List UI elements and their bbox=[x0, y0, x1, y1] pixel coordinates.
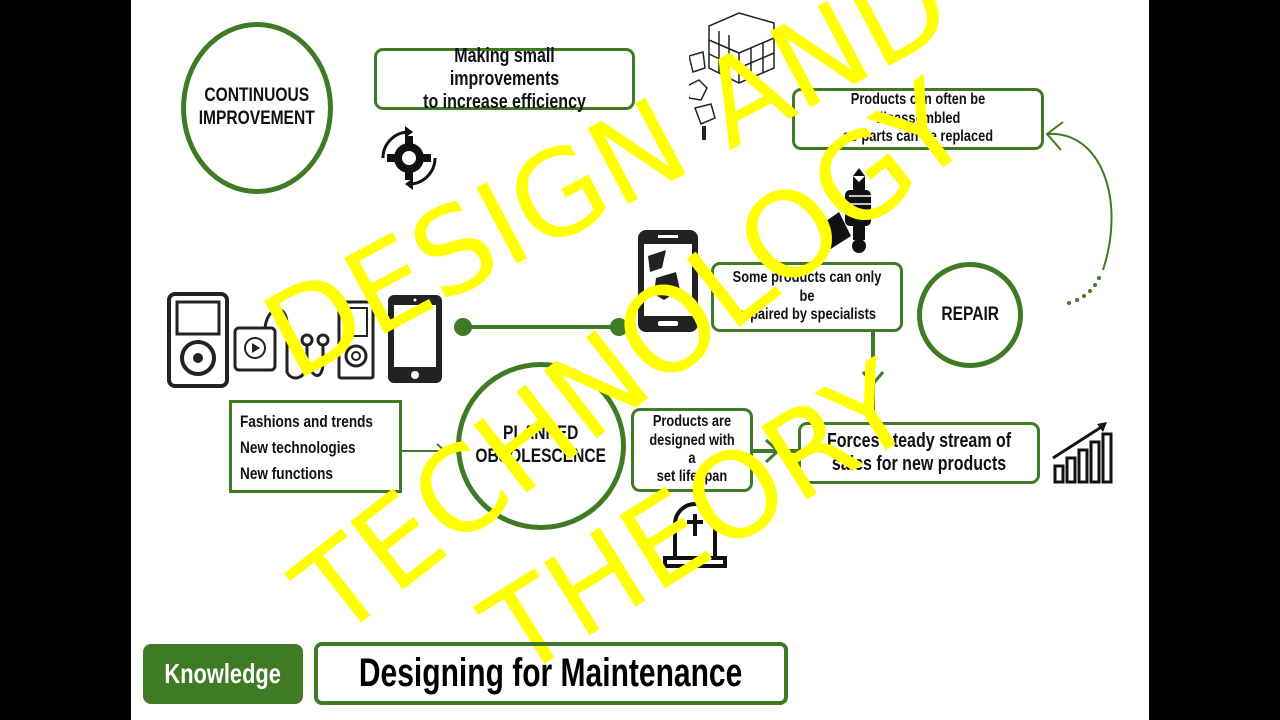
broken-phone-icon bbox=[638, 230, 698, 332]
category-badge: Knowledge bbox=[143, 644, 303, 704]
repair-label: REPAIR bbox=[941, 303, 999, 325]
slide: CONTINUOUS IMPROVEMENT Making small impr… bbox=[131, 0, 1149, 720]
obsolescence-drivers-list: Fashions and trends New technologies New… bbox=[229, 400, 402, 493]
repair-circle: REPAIR bbox=[917, 262, 1023, 368]
curved-arrow-icon bbox=[1045, 121, 1113, 305]
gravestone-icon bbox=[663, 502, 727, 568]
planned-obsolescence-label: PLANNED OBSOLESCENCE bbox=[475, 423, 607, 467]
timeline-connector bbox=[454, 318, 628, 336]
continuous-improvement-circle: CONTINUOUS IMPROVEMENT bbox=[181, 22, 333, 194]
down-arrow-connector bbox=[861, 330, 885, 424]
slide-title: Designing for Maintenance bbox=[314, 642, 788, 705]
lifespan-note-box: Products are designed with a set lifespa… bbox=[631, 408, 753, 492]
sales-outcome-box: Forces steady stream of sales for new pr… bbox=[798, 422, 1040, 484]
tablet-icon bbox=[388, 295, 442, 383]
arrow-to-obsolescence bbox=[401, 443, 447, 459]
planned-obsolescence-circle: PLANNED OBSOLESCENCE bbox=[456, 362, 626, 530]
disassembly-note-box: Products can often be disassembled so pa… bbox=[792, 88, 1044, 150]
driver-item: New technologies bbox=[240, 438, 356, 457]
mp3-player-icons bbox=[167, 292, 375, 388]
hand-wrench-icon bbox=[819, 168, 871, 253]
specialist-note-box: Some products can only be repaired by sp… bbox=[711, 262, 903, 332]
driver-item: New functions bbox=[240, 464, 333, 483]
arrow-to-outcome bbox=[752, 438, 800, 464]
continuous-improvement-label: CONTINUOUS IMPROVEMENT bbox=[198, 85, 315, 129]
driver-item: Fashions and trends bbox=[240, 412, 373, 431]
growth-chart-icon bbox=[1052, 422, 1113, 484]
continuous-improvement-description: Making small improvements to increase ef… bbox=[374, 45, 635, 113]
rubik-cube-parts-icon bbox=[689, 12, 775, 140]
gear-cycle-icon bbox=[381, 126, 437, 190]
